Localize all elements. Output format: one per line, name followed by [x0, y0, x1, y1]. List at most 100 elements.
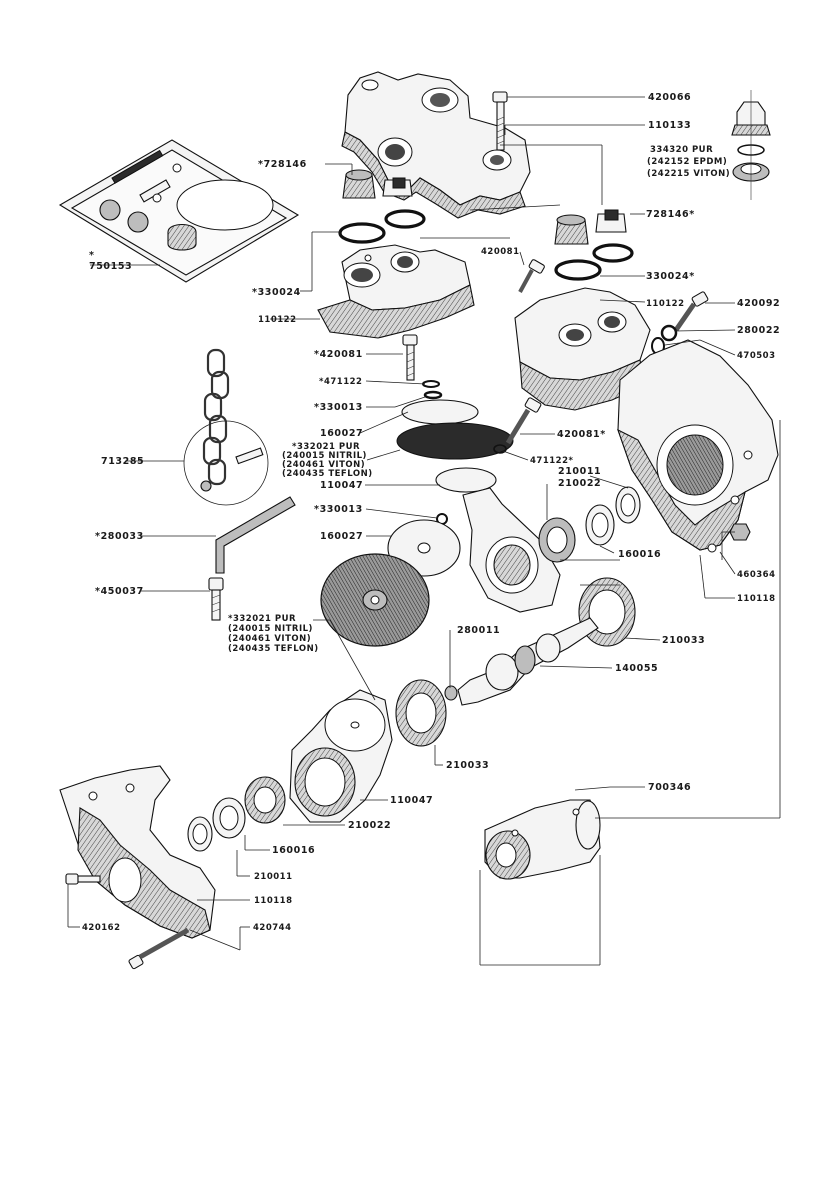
label-700346: 700346 [648, 782, 691, 793]
label-332021-b-1: *332021 PUR [228, 614, 296, 624]
o-ring-330024-c [554, 259, 602, 281]
label-140055: 140055 [615, 663, 658, 674]
label-110118-a: 110118 [737, 594, 776, 604]
label-420081-a: 420081 [481, 247, 520, 257]
label-420744: 420744 [253, 923, 292, 933]
ring-210011-lower [187, 816, 213, 852]
label-330013-b: *330013 [314, 504, 363, 515]
o-ring-330024-b [384, 209, 426, 229]
label-160016-a: 160016 [618, 549, 661, 560]
bearing-210022-lower [244, 776, 286, 824]
label-420092: 420092 [737, 298, 780, 309]
label-750153-star: * [89, 250, 95, 261]
ring-160016-upper [585, 504, 615, 546]
label-242215: (242215 VITON) [647, 169, 730, 179]
shaft-140055 [457, 617, 599, 706]
label-160027-b: 160027 [320, 531, 363, 542]
diaphragm-332021-upper [396, 422, 514, 460]
label-110122-b: 110122 [646, 299, 685, 309]
seal-280022 [660, 324, 678, 342]
label-110047-a: 110047 [320, 480, 363, 491]
label-110133: 110133 [648, 120, 691, 131]
bearing-210033-lower [395, 679, 447, 747]
label-460364: 460364 [737, 570, 776, 580]
label-330024-b: 330024* [646, 271, 695, 282]
conrod-110047-upper [462, 487, 561, 613]
bolt-420081-right [505, 397, 542, 445]
label-160027-a: 160027 [320, 428, 363, 439]
leader-lines [67, 96, 781, 966]
label-330013-a: *330013 [314, 402, 363, 413]
label-332021-a-3: (240461 VITON) [282, 460, 365, 470]
label-420081-b: *420081 [314, 349, 363, 360]
bolt-420162 [65, 873, 101, 885]
label-332021-a-2: (240015 NITRIL) [282, 451, 367, 461]
pump-head-110122-left [317, 244, 475, 339]
washer-471122 [422, 380, 440, 388]
label-332021-b-4: (240435 TEFLON) [228, 644, 319, 654]
part-labels: 420066 110133 334320 PUR (242152 EPDM) (… [82, 92, 780, 933]
label-332021-a-4: (240435 TEFLON) [282, 469, 373, 479]
label-728146-a: *728146 [258, 159, 307, 170]
label-210011-b: 210011 [254, 872, 293, 882]
label-210033-a: 210033 [662, 635, 705, 646]
valve-728146-right [554, 209, 627, 245]
bolt-420081-center [402, 334, 418, 381]
label-471122-a: *471122 [319, 377, 362, 387]
piston-disc-110047-upper [435, 467, 497, 493]
seal-280011 [444, 685, 458, 701]
o-ring-330024-d [592, 243, 634, 263]
label-332021-b-2: (240015 NITRIL) [228, 624, 313, 634]
label-210022-b: 210022 [348, 820, 391, 831]
washer-471122-right [493, 444, 507, 454]
bearing-210033-upper [578, 577, 636, 647]
label-242152: (242152 EPDM) [647, 157, 727, 167]
label-420162: 420162 [82, 923, 121, 933]
label-420081-c: 420081* [557, 429, 606, 440]
label-470503: 470503 [737, 351, 776, 361]
seal-kit-750153 [58, 139, 300, 283]
ring-160016-lower [212, 797, 246, 839]
label-471122-b: 471122* [530, 456, 573, 466]
hex-key-280033 [215, 496, 296, 574]
bolt-420081-upper [518, 259, 545, 293]
housing-110118-left [59, 765, 216, 939]
coupling-700346 [484, 799, 601, 880]
screw-450037 [208, 577, 224, 621]
label-713285: 713285 [101, 456, 144, 467]
label-280011: 280011 [457, 625, 500, 636]
label-210011-a: 210011 [558, 466, 601, 477]
bolt-420744 [128, 927, 190, 970]
chain-713285 [183, 348, 269, 506]
label-110118-b: 110118 [254, 896, 293, 906]
label-334320: 334320 PUR [650, 145, 713, 155]
valve-seat-334320 [731, 90, 771, 200]
label-420066: 420066 [648, 92, 691, 103]
conrod-110047-lower [289, 689, 393, 823]
label-332021-a-1: *332021 PUR [292, 442, 360, 452]
label-160016-b: 160016 [272, 845, 315, 856]
o-ring-330013 [423, 390, 443, 400]
label-750153: 750153 [89, 261, 132, 272]
label-280033: *280033 [95, 531, 144, 542]
manifold-110133 [341, 71, 531, 219]
o-ring-330024-a [338, 222, 386, 244]
disc-160027-upper [401, 399, 479, 425]
label-110122-a: 110122 [258, 315, 297, 325]
diaphragm-332021-lower [320, 553, 430, 647]
bolt-420092 [673, 291, 709, 332]
bearing-210022-upper [538, 517, 576, 563]
label-110047-b: 110047 [390, 795, 433, 806]
housing-110118-right [617, 339, 779, 553]
label-280022: 280022 [737, 325, 780, 336]
ring-210011-upper [615, 486, 641, 524]
label-210022-a: 210022 [558, 478, 601, 489]
valve-728146-left [342, 169, 413, 199]
label-728146-b: 728146* [646, 209, 695, 220]
pump-head-110122-right [514, 287, 651, 411]
label-332021-b-3: (240461 VITON) [228, 634, 311, 644]
label-330024-a: *330024 [252, 287, 301, 298]
label-450037: *450037 [95, 586, 144, 597]
label-210033-b: 210033 [446, 760, 489, 771]
